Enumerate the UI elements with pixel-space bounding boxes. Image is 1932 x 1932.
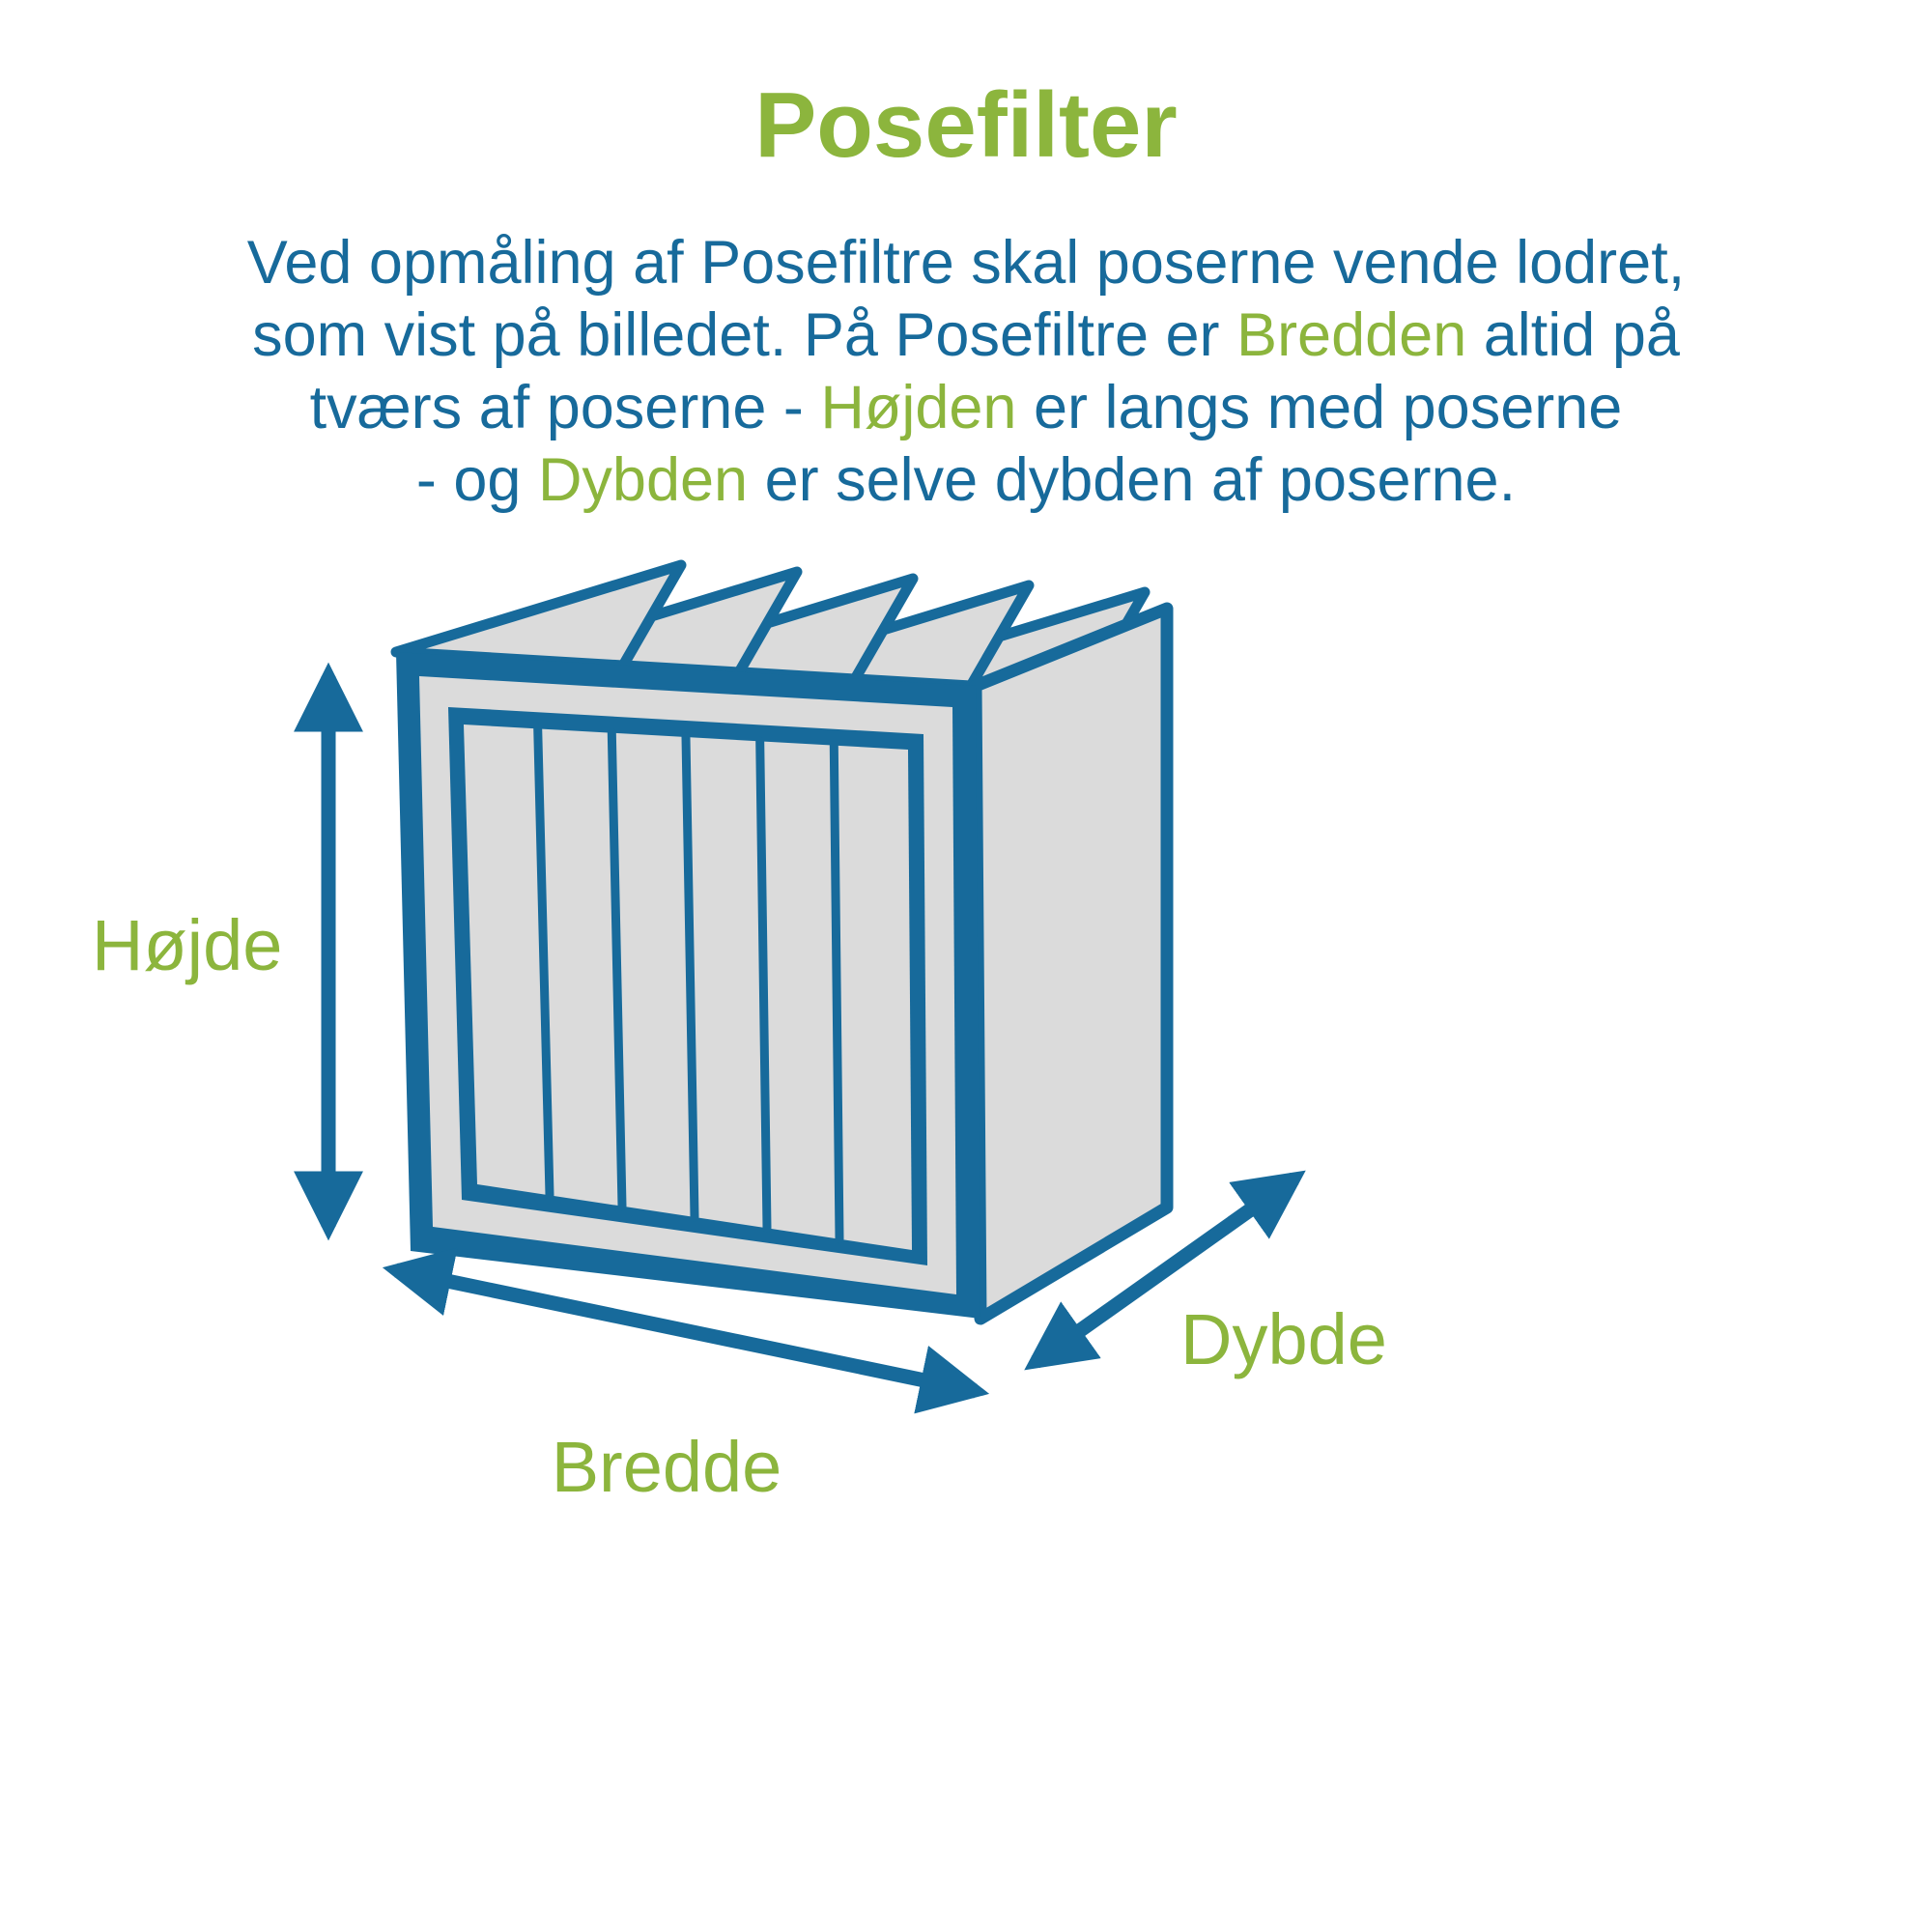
- height-label: Højde: [92, 905, 283, 985]
- text-segment: tværs af poserne -: [309, 373, 821, 441]
- description-line: som vist på billedet. På Posefiltre er B…: [48, 299, 1884, 372]
- text-segment: Dybden: [537, 445, 749, 514]
- filter-side-face: [969, 602, 1174, 1325]
- posefilter-diagram: [293, 559, 1306, 1414]
- pocket-dividers: [533, 724, 844, 1244]
- filter-front-frame: [396, 652, 980, 1319]
- text-segment: Bredden: [1236, 300, 1467, 369]
- depth-label: Dybde: [1180, 1299, 1387, 1379]
- width-arrow: [382, 1247, 990, 1414]
- text-segment: er langs med poserne: [1016, 373, 1623, 441]
- pocket-divider: [681, 732, 699, 1222]
- text-segment: - og: [415, 445, 538, 514]
- description-line: - og Dybden er selve dybden af poserne.: [48, 444, 1884, 517]
- depth-arrow: [1024, 1170, 1306, 1371]
- text-segment: Ved opmåling af Posefiltre skal poserne …: [246, 229, 1686, 297]
- pocket-divider: [755, 736, 772, 1233]
- pocket-divider: [533, 724, 554, 1200]
- description-line: Ved opmåling af Posefiltre skal poserne …: [48, 227, 1884, 299]
- page-title: Posefilter: [754, 73, 1178, 177]
- width-label: Bredde: [551, 1427, 782, 1507]
- description-line: tværs af poserne - Højden er langs med p…: [48, 372, 1884, 444]
- pocket-divider: [607, 728, 627, 1211]
- text-segment: altid på: [1466, 300, 1680, 369]
- text-segment: er selve dybden af poserne.: [748, 445, 1517, 514]
- text-segment: Højden: [820, 373, 1017, 441]
- description-text: Ved opmåling af Posefiltre skal poserne …: [48, 227, 1884, 517]
- text-segment: som vist på billedet. På Posefiltre er: [252, 300, 1237, 369]
- pocket-divider: [829, 741, 844, 1244]
